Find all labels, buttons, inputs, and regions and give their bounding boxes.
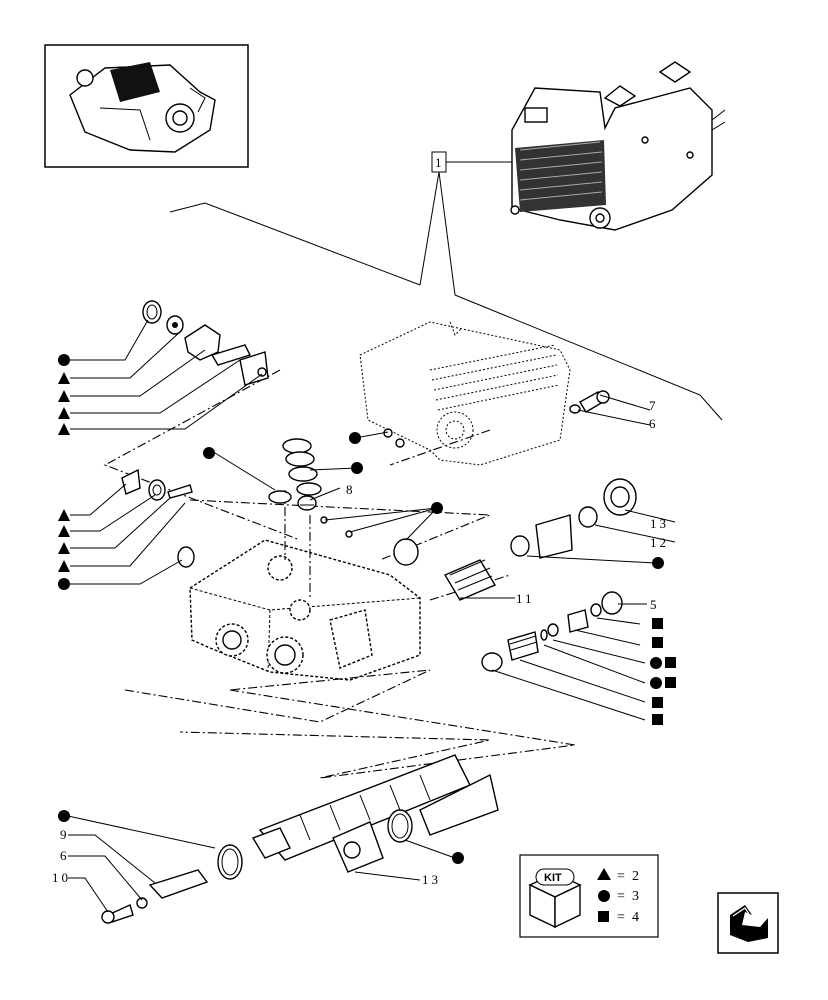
svg-text:=: = — [617, 910, 625, 925]
marker-group-top-left — [58, 354, 70, 435]
rear-housing — [359, 321, 571, 466]
cap-assembly-top — [142, 300, 269, 386]
square-marker — [665, 657, 676, 668]
triangle-marker — [597, 868, 611, 880]
square-marker — [598, 911, 609, 922]
triangle-marker — [58, 525, 70, 537]
thumbnail-frame[interactable] — [44, 44, 249, 168]
circle-marker — [598, 890, 610, 902]
marker-group-right — [650, 618, 676, 725]
triangle-marker — [58, 509, 70, 521]
circle-marker — [452, 852, 464, 864]
callout-10: 10 — [52, 870, 71, 885]
callout-5: 5 — [650, 597, 660, 612]
kit-legend: KIT = 2 = 3 = 4 — [519, 854, 659, 938]
square-marker — [652, 637, 663, 648]
circle-marker — [431, 502, 443, 514]
svg-text:=: = — [617, 869, 625, 884]
nav-arrow-button[interactable] — [717, 892, 779, 954]
circle-marker — [58, 354, 70, 366]
circle-marker — [203, 447, 215, 459]
valve-body — [189, 539, 421, 681]
plug-assembly-right — [443, 478, 637, 672]
spring-seat-left — [121, 468, 195, 568]
circle-marker — [650, 677, 662, 689]
callout-12: 12 — [650, 535, 669, 550]
kit-box-icon: KIT — [528, 868, 582, 929]
square-marker — [652, 697, 663, 708]
callout-13-lower: 13 — [422, 872, 441, 887]
triangle-marker — [58, 560, 70, 572]
kit-badge: KIT — [544, 872, 562, 884]
callout-8: 8 — [346, 482, 356, 497]
bolt-assembly-right — [383, 390, 610, 448]
thumbnail-housing — [69, 62, 216, 153]
square-marker — [652, 714, 663, 725]
svg-text:=: = — [617, 889, 625, 904]
circle-marker — [58, 810, 70, 822]
callout-13: 13 — [650, 516, 669, 531]
valve-assembly-overview — [510, 61, 726, 231]
circle-marker — [652, 557, 664, 569]
square-marker — [665, 677, 676, 688]
triangle-marker — [58, 390, 70, 402]
circle-marker — [650, 657, 662, 669]
triangle-marker — [58, 407, 70, 419]
spool-assembly — [101, 754, 499, 924]
oring-stack-center — [268, 438, 419, 566]
marker-group-mid-left — [58, 509, 70, 590]
callout-6: 6 — [649, 416, 659, 431]
callout-6-lower: 6 — [60, 848, 70, 863]
square-marker — [652, 618, 663, 629]
reference-box-label: 1 — [435, 155, 445, 170]
nav-arrow-icon — [730, 905, 768, 942]
kit-triangle-value: 2 — [632, 869, 639, 884]
callout-7: 7 — [649, 398, 659, 413]
circle-marker — [351, 462, 363, 474]
circle-marker — [58, 578, 70, 590]
triangle-marker — [58, 372, 70, 384]
triangle-marker — [58, 423, 70, 435]
circle-marker — [349, 432, 361, 444]
triangle-marker — [58, 542, 70, 554]
callout-9: 9 — [60, 827, 70, 842]
kit-circle-value: 3 — [632, 889, 639, 904]
kit-square-value: 4 — [632, 910, 639, 925]
callout-11: 11 — [516, 591, 535, 606]
